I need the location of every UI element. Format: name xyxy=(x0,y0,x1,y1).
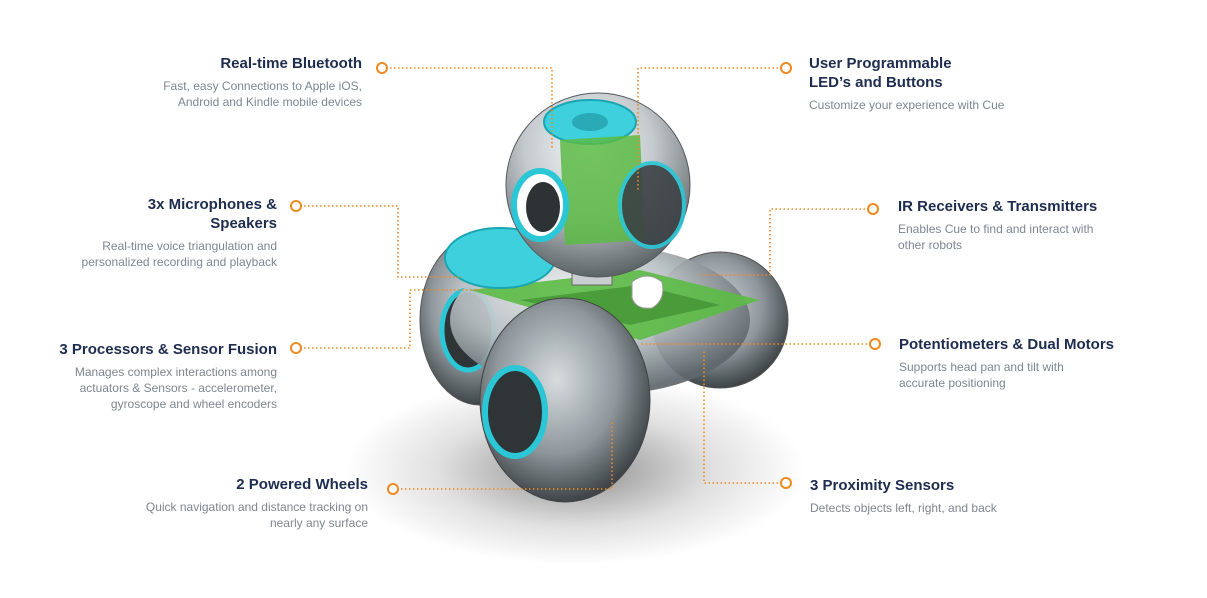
feature-title: User Programmable LED’s and Buttons xyxy=(809,55,952,91)
leader-bluetooth-marker xyxy=(376,62,388,74)
feature-title: 3 Proximity Sensors xyxy=(810,477,955,494)
leader-bluetooth-line xyxy=(382,67,553,150)
feature-motors: Potentiometers & Dual Motors Supports he… xyxy=(899,335,1114,391)
feature-wheels: 2 Powered Wheels Quick navigation and di… xyxy=(146,475,368,531)
leader-wheels-marker xyxy=(387,483,399,495)
head-ear xyxy=(618,161,686,249)
leader-microphones-line xyxy=(296,205,462,278)
feature-description: Manages complex interactions among actua… xyxy=(74,365,277,411)
ir-sensor xyxy=(631,275,664,309)
feature-title: 3 Processors & Sensor Fusion xyxy=(59,341,277,358)
feature-title: Real-time Bluetooth xyxy=(220,55,362,72)
feature-description: Real-time voice triangulation and person… xyxy=(81,239,277,269)
feature-description: Supports head pan and tilt with accurate… xyxy=(899,360,1064,390)
feature-description: Customize your experience with Cue xyxy=(809,98,1005,112)
leader-proximity-marker xyxy=(780,477,792,489)
leader-processors-line xyxy=(296,289,480,349)
leader-leds-line xyxy=(637,67,786,190)
leader-wheels-line xyxy=(393,420,613,490)
feature-description: Quick navigation and distance tracking o… xyxy=(145,500,368,530)
feature-title: 2 Powered Wheels xyxy=(236,476,368,493)
wheel-front-hub xyxy=(482,365,548,459)
leader-ir-marker xyxy=(867,203,879,215)
feature-microphones: 3x Microphones & Speakers Real-time voic… xyxy=(82,195,277,270)
feature-processors: 3 Processors & Sensor Fusion Manages com… xyxy=(59,340,277,412)
feature-title: 3x Microphones & Speakers xyxy=(147,196,277,232)
feature-description: Fast, easy Connections to Apple iOS, And… xyxy=(163,79,362,109)
feature-bluetooth: Real-time Bluetooth Fast, easy Connectio… xyxy=(163,54,362,110)
feature-ir: IR Receivers & Transmitters Enables Cue … xyxy=(898,197,1097,253)
feature-description: Detects objects left, right, and back xyxy=(810,501,997,515)
leader-proximity-line xyxy=(703,350,786,484)
leader-ir-line xyxy=(700,208,873,276)
feature-description: Enables Cue to find and interact with ot… xyxy=(898,222,1094,252)
feature-leds: User Programmable LED’s and Buttons Cust… xyxy=(809,54,1004,113)
leader-motors-marker xyxy=(869,338,881,350)
feature-title: Potentiometers & Dual Motors xyxy=(899,336,1115,353)
leader-microphones-marker xyxy=(290,200,302,212)
leader-leds-marker xyxy=(780,62,792,74)
feature-proximity: 3 Proximity Sensors Detects objects left… xyxy=(810,476,997,516)
leader-processors-marker xyxy=(290,342,302,354)
feature-title: IR Receivers & Transmitters xyxy=(898,198,1098,215)
